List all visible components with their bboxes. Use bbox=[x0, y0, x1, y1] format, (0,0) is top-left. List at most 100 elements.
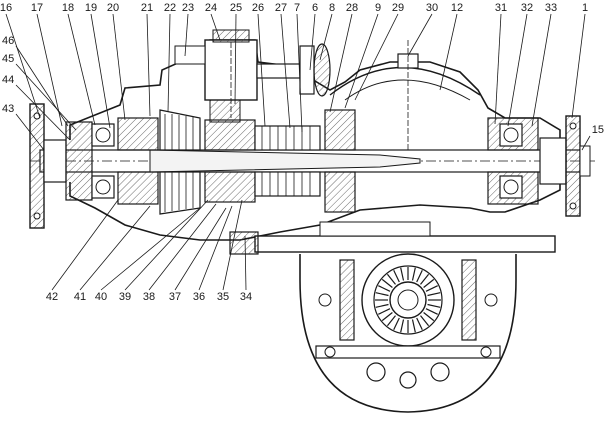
leader-top-11 bbox=[280, 13, 291, 129]
gear-tooth bbox=[425, 308, 438, 315]
gear-tooth bbox=[378, 285, 391, 292]
diff-top-bolt bbox=[397, 40, 419, 150]
callout-top-12: 7 bbox=[294, 2, 300, 14]
callout-top-16: 9 bbox=[375, 2, 381, 14]
leader-top-16 bbox=[344, 13, 379, 109]
callout-bottom-7: 35 bbox=[217, 291, 229, 303]
leader-top-14 bbox=[319, 13, 333, 61]
callout-top-21: 32 bbox=[521, 2, 533, 14]
leader-top-5 bbox=[146, 13, 151, 117]
gear-tooth bbox=[411, 319, 416, 333]
gear-tooth bbox=[420, 315, 430, 327]
axle-shaft bbox=[30, 149, 595, 173]
callout-top-6: 22 bbox=[164, 2, 176, 14]
leader-top-10 bbox=[257, 13, 266, 127]
leader-top-13 bbox=[309, 13, 316, 71]
gear-tooth bbox=[427, 303, 441, 308]
gear-tooth bbox=[416, 317, 423, 330]
leader-left-0 bbox=[15, 45, 69, 127]
gear-tooth bbox=[375, 303, 389, 308]
callout-bottom-2: 40 bbox=[95, 291, 107, 303]
leader-top-4 bbox=[112, 13, 126, 121]
leader-top-6 bbox=[167, 13, 171, 113]
leader-top-8 bbox=[210, 13, 221, 41]
leader-top-23 bbox=[571, 13, 586, 119]
callout-top-3: 19 bbox=[85, 2, 97, 14]
gear-tooth bbox=[416, 270, 423, 283]
callout-top-10: 26 bbox=[252, 2, 264, 14]
callout-top-19: 12 bbox=[451, 2, 463, 14]
callout-top-20: 31 bbox=[495, 2, 507, 14]
callout-top-5: 21 bbox=[141, 2, 153, 14]
leader-top-3 bbox=[90, 13, 111, 129]
leader-top-1 bbox=[36, 13, 63, 127]
leader-right-0 bbox=[581, 135, 591, 151]
gear-tooth bbox=[427, 292, 441, 297]
gear-tooth bbox=[393, 317, 400, 330]
leader-top-12 bbox=[296, 13, 303, 133]
gear-tooth bbox=[381, 312, 393, 322]
callout-top-8: 24 bbox=[205, 2, 217, 14]
gear-tooth bbox=[393, 270, 400, 283]
left-gear-group bbox=[117, 109, 201, 215]
callout-bottom-1: 41 bbox=[74, 291, 86, 303]
leader-top-9 bbox=[234, 13, 237, 105]
leader-lines bbox=[5, 13, 591, 291]
leader-bottom-1 bbox=[79, 205, 151, 291]
leader-bottom-4 bbox=[148, 203, 217, 291]
leader-top-22 bbox=[531, 13, 552, 127]
callout-top-7: 23 bbox=[182, 2, 194, 14]
gear-tooth bbox=[400, 319, 405, 333]
leader-top-20 bbox=[494, 13, 502, 125]
leader-bottom-0 bbox=[51, 199, 119, 291]
top-actuator bbox=[174, 29, 331, 123]
callout-top-18: 30 bbox=[426, 2, 438, 14]
gear-tooth bbox=[423, 278, 435, 288]
callout-bottom-4: 38 bbox=[143, 291, 155, 303]
callout-top-23: 1 bbox=[582, 2, 588, 14]
leader-bottom-3 bbox=[124, 199, 209, 291]
leader-bottom-7 bbox=[222, 199, 243, 291]
left-flange bbox=[29, 103, 115, 229]
mounting-plate bbox=[229, 221, 556, 255]
leader-top-17 bbox=[354, 13, 399, 101]
callout-bottom-5: 37 bbox=[169, 291, 181, 303]
callout-top-15: 28 bbox=[346, 2, 358, 14]
right-hub bbox=[487, 115, 591, 217]
bottom-wheel-assembly bbox=[299, 253, 517, 413]
callout-left-3: 43 bbox=[2, 103, 14, 115]
gear-tooth bbox=[425, 285, 438, 292]
gear-tooth bbox=[378, 308, 391, 315]
callout-bottom-0: 42 bbox=[46, 291, 58, 303]
callout-top-0: 16 bbox=[0, 2, 12, 14]
gear-tooth bbox=[400, 267, 405, 281]
callout-right-0: 15 bbox=[592, 124, 604, 136]
leader-bottom-5 bbox=[174, 207, 227, 291]
leader-left-2 bbox=[15, 84, 71, 141]
central-gear-assembly bbox=[204, 109, 356, 213]
leader-left-3 bbox=[15, 113, 45, 151]
leader-bottom-2 bbox=[100, 207, 201, 291]
leader-top-15 bbox=[329, 13, 353, 113]
leader-bottom-6 bbox=[198, 205, 233, 291]
callout-top-1: 17 bbox=[31, 2, 43, 14]
leader-left-1 bbox=[15, 63, 77, 131]
leader-top-21 bbox=[507, 13, 528, 127]
callout-bottom-8: 34 bbox=[240, 291, 252, 303]
callout-top-14: 8 bbox=[329, 2, 335, 14]
callout-top-17: 29 bbox=[392, 2, 404, 14]
callout-left-0: 46 bbox=[2, 35, 14, 47]
gear-tooth bbox=[386, 315, 396, 327]
callout-top-22: 33 bbox=[545, 2, 557, 14]
leader-top-7 bbox=[184, 13, 189, 57]
callout-top-2: 18 bbox=[62, 2, 74, 14]
callout-left-1: 45 bbox=[2, 53, 14, 65]
callout-bottom-3: 39 bbox=[119, 291, 131, 303]
leader-bottom-8 bbox=[244, 235, 247, 291]
callout-left-2: 44 bbox=[2, 74, 14, 86]
leader-top-0 bbox=[5, 13, 41, 119]
leader-top-19 bbox=[439, 13, 458, 91]
